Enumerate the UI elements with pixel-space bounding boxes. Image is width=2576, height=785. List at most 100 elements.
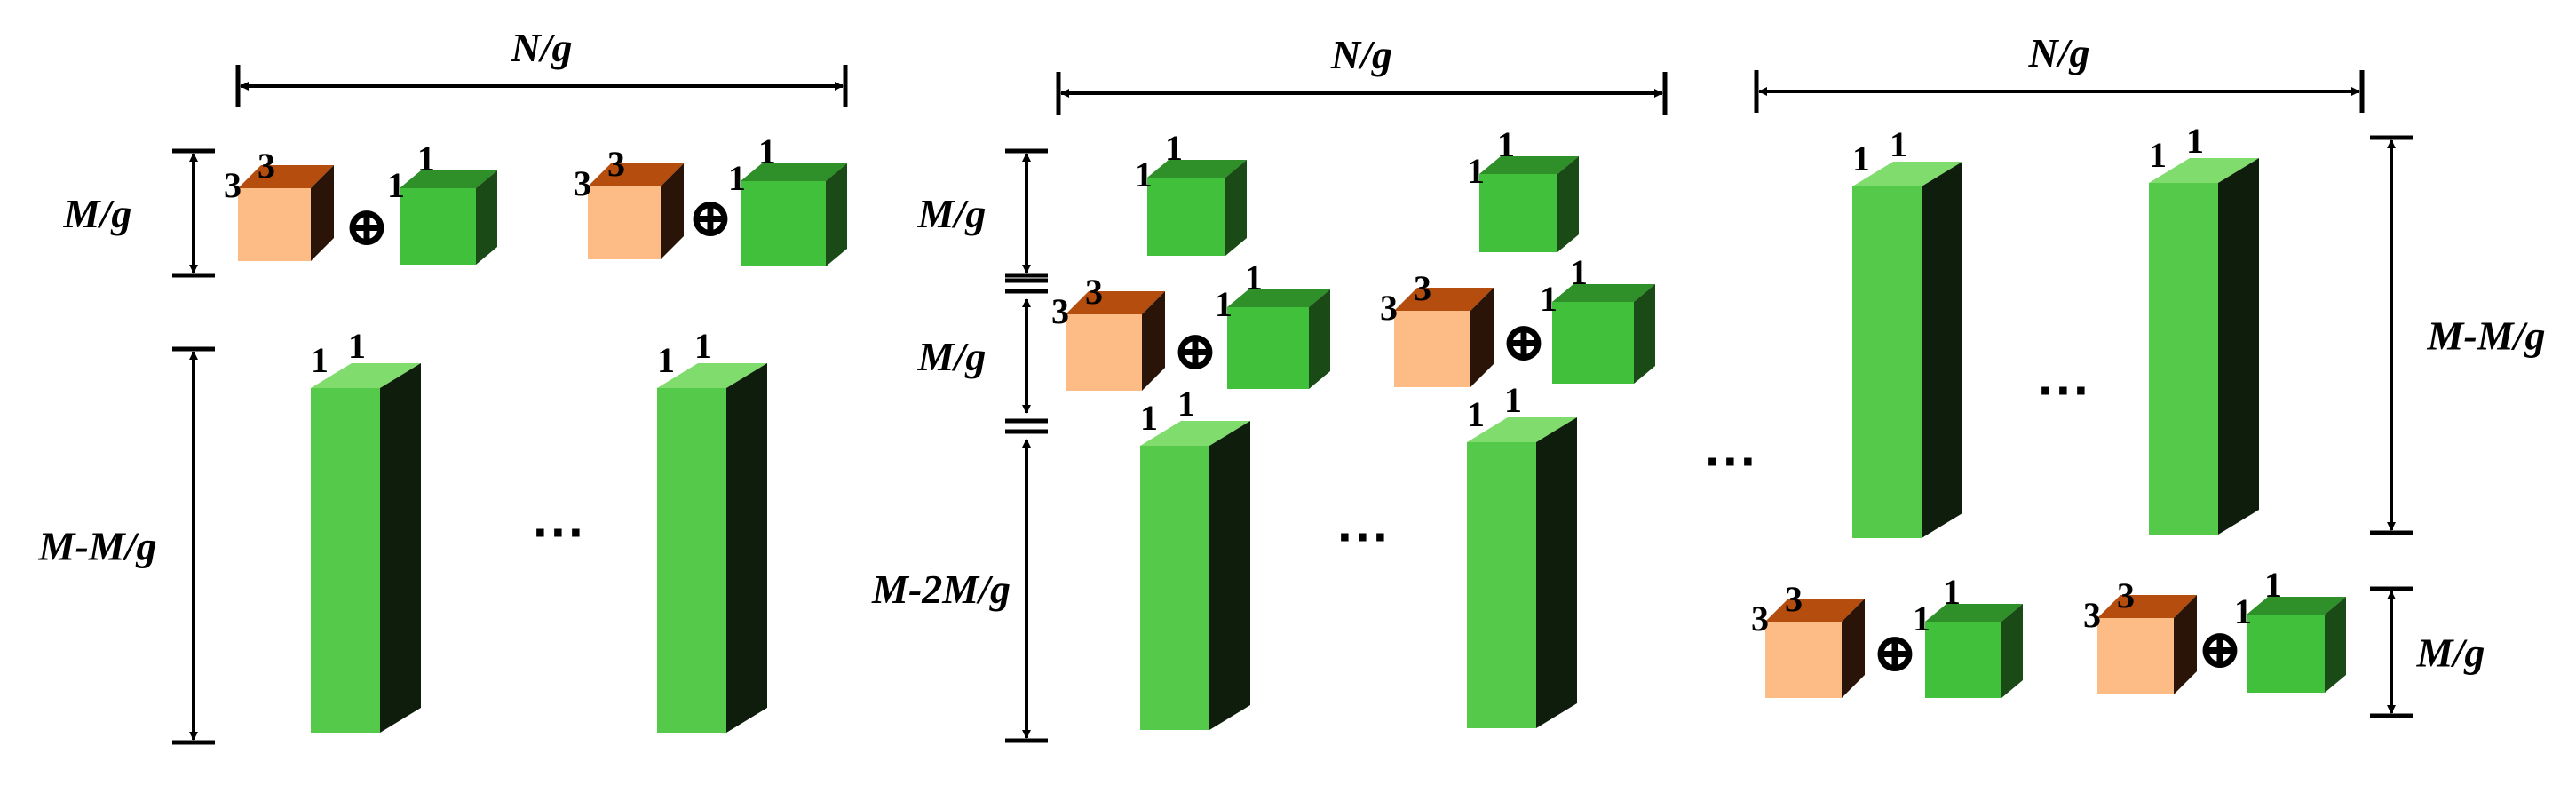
green-bar [311,363,421,733]
box-front [2247,615,2325,693]
panel1-m-over-g-arrow: M/g [63,148,215,278]
box-top [1394,288,1494,311]
xor-symbol: ⊕ [344,197,390,258]
box-top [657,363,767,388]
panel2-m-over-g-top-arrow: M/g [917,148,1048,278]
box-top [1925,604,2023,622]
green-cube [400,170,497,265]
box-side [1842,599,1865,698]
box-front [1765,622,1842,698]
xor-symbol: ⊕ [1172,321,1218,382]
box-top [1467,417,1577,442]
panel2-m-over-g-mid-arrow: M/g [917,298,1031,414]
box-front [1925,622,2001,698]
box-top [1227,289,1330,307]
green-cube [1227,289,1330,389]
green-bar [1140,421,1250,730]
box-side [1557,156,1579,252]
box-side [1225,160,1247,256]
cube-dim-label: 1 [417,139,435,178]
cube-dim-label: 3 [607,144,625,184]
xor-symbol: ⊕ [1872,623,1918,684]
box-top [2097,595,2197,618]
cube-dim-label: 1 [1135,155,1153,194]
green-cube [1925,604,2023,698]
green-cube [1552,284,1655,384]
cube-dim-label: 1 [1215,284,1233,324]
box-front [1467,442,1536,728]
box-front [311,388,380,733]
bar-dim-label: 1 [1504,380,1522,420]
box-top [1552,284,1655,302]
panel3-m-over-g-arrow: M/g [2370,586,2485,718]
box-top [238,165,334,188]
cube-dim-label: 3 [1414,268,1431,308]
cube-dim-label: 1 [758,131,776,171]
bar-dim-label: 1 [1140,398,1158,438]
green-cube [1147,160,1247,256]
panel1-m-minus-m-over-g-arrow: M-M/g [38,346,215,745]
box-side [2001,604,2023,698]
panel3-width-arrow: N/g [1754,30,2365,113]
box-side [1634,284,1655,384]
cube-dim-label: 1 [1913,599,1930,638]
bar-dim-label: 1 [2186,121,2204,161]
box-top [1066,291,1165,314]
cube-dim-label: 3 [1785,579,1803,619]
green-bar [1852,162,1962,538]
bar-dim-label: 1 [1177,384,1195,424]
cube-dim-label: 1 [1943,572,1961,612]
cube-dim-label: 1 [728,158,746,198]
box-front [1394,311,1470,387]
dimension-label: N/g [511,25,573,70]
box-side [380,363,421,733]
bar-dim-label: 1 [348,326,366,366]
box-top [1147,160,1247,178]
dimension-label: M/g [2416,630,2485,676]
ellipsis: ··· [1705,432,1758,491]
box-top [2247,597,2346,615]
cube-dim-label: 3 [2117,575,2135,615]
bar-dim-label: 1 [1890,124,1907,164]
box-side [311,165,334,261]
box-side [1470,288,1494,387]
cube-dim-label: 1 [1540,279,1557,319]
xor-symbol: ⊕ [2197,620,2243,680]
box-side [2174,595,2197,694]
box-top [1852,162,1962,186]
cube-dim-label: 3 [574,163,591,203]
box-side [1309,289,1330,389]
green-cube [1479,156,1579,252]
box-front [741,181,826,266]
box-side [1536,417,1577,728]
bar-dim-label: 1 [2149,135,2167,175]
cube-dim-label: 1 [1245,258,1263,297]
box-front [657,388,726,733]
panel1-width-arrow: N/g [235,25,848,107]
box-side [726,363,767,733]
ellipsis: ··· [2038,361,2091,420]
dimension-label: M-M/g [38,524,157,569]
cube-dim-label: 3 [1085,272,1103,312]
box-top [588,163,684,186]
cube-dim-label: 3 [1751,599,1769,638]
cube-dim-label: 1 [1497,124,1515,164]
cube-dim-label: 3 [224,165,242,205]
dimension-label: N/g [2028,30,2090,75]
box-front [1140,446,1209,730]
orange-cube [1394,288,1494,387]
xor-symbol: ⊕ [687,188,733,249]
panel2-m-minus-2m-over-g-arrow: M-2M/g [871,439,1031,739]
box-side [2325,597,2346,693]
dimension-label: N/g [1330,32,1392,77]
panel2-width-arrow: N/g [1056,32,1668,115]
dimension-label: M-2M/g [871,567,1011,612]
green-bar [1467,417,1577,728]
cube-dim-label: 1 [2234,591,2252,631]
cube-dim-label: 3 [258,146,275,186]
bar-dim-label: 1 [311,340,329,380]
box-side [2218,158,2259,535]
bar-dim-label: 1 [657,340,675,380]
box-front [588,186,661,259]
